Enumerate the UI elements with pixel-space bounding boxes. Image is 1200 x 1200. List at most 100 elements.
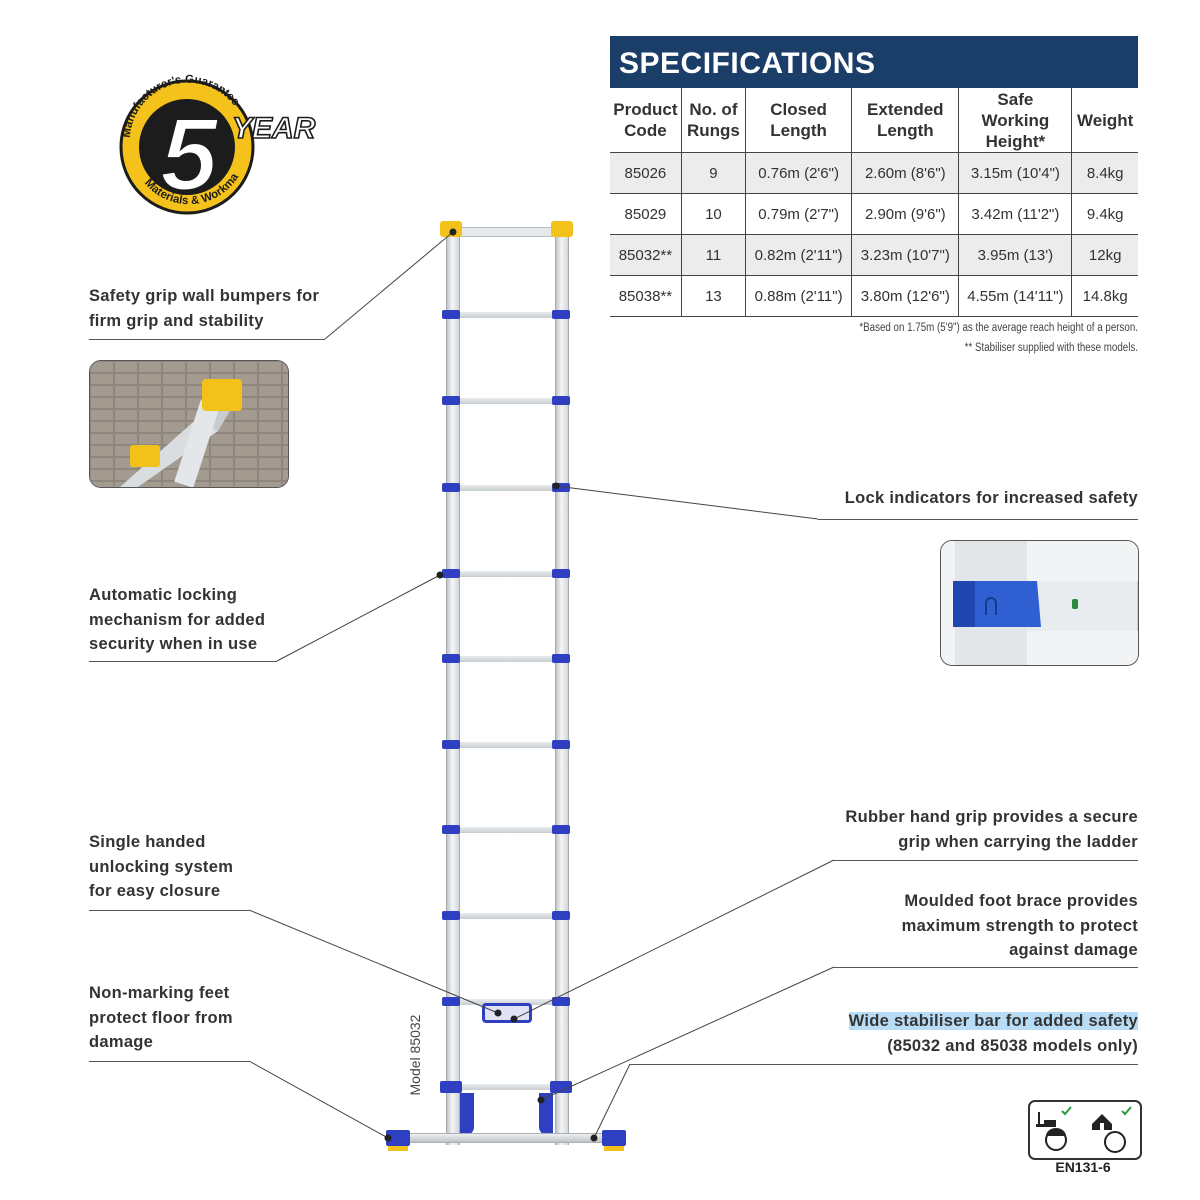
lock-clip [442,911,460,920]
lock-clip [552,740,570,749]
cell: 10 [681,193,746,235]
cell: 9.4kg [1071,193,1138,235]
wall-bumper-right [551,221,573,237]
callout-lock-indicators: Lock indicators for increased safety [844,489,1138,507]
lock-clip [440,1081,462,1093]
ladder-left-rail [446,230,460,1145]
callout-underline [89,910,249,911]
cell: 3.42m (11'2") [958,193,1073,235]
callout-line: Automatic locking [89,586,238,604]
cell: 3.23m (10'7") [851,234,960,276]
telescopic-ladder: Model 85032 [380,215,640,1165]
lock-clip [552,310,570,319]
lock-clip [552,396,570,405]
cell: 0.79m (2'7") [745,193,853,235]
specifications-title: SPECIFICATIONS [610,36,1138,88]
cell: 85029 [610,193,682,235]
cell: 85038** [610,275,682,317]
callout-wall-bumpers: Safety grip wall bumpers for firm grip a… [89,284,319,333]
table-row: 85029 10 0.79m (2'7") 2.90m (9'6") 3.42m… [610,193,1138,235]
callout-line: damage [89,1033,154,1051]
foot-brace-right [539,1093,553,1135]
cell: 14.8kg [1071,275,1138,317]
lock-clip [552,997,570,1006]
stabiliser-highlight: Wide stabiliser bar for added safety [848,1012,1138,1030]
callout-line: Safety grip wall bumpers for [89,287,320,305]
badge-number: 5 [160,97,220,213]
lock-clip [442,569,460,578]
table-row: 85038** 13 0.88m (2'11") 3.80m (12'6") 4… [610,275,1138,317]
lock-clip [442,654,460,663]
lock-clip [552,825,570,834]
callout-foot-brace: Moulded foot brace provides maximum stre… [800,889,1138,963]
cell: 85026 [610,152,682,194]
lock-indicator-photo [940,540,1139,666]
callout-line: Non-marking feet [89,984,230,1002]
lock-clip [552,654,570,663]
lock-clip [442,483,460,492]
callout-line: maximum strength to protect [901,916,1138,935]
guarantee-badge: Manufacturer's Guarantee Materials & Wor… [112,62,316,215]
cell: 2.60m (8'6") [851,152,960,194]
lock-clip [442,396,460,405]
ladder-rung [456,827,556,833]
badge-year: YEAR [232,112,316,145]
ladder-rung [456,999,556,1005]
cell: 4.55m (14'11") [958,275,1073,317]
cell: 8.4kg [1071,152,1138,194]
wall-bumper-photo [89,360,289,488]
callout-line: firm grip and stability [89,311,264,330]
ladder-rung [456,312,556,318]
ladder-rung [456,571,556,577]
lock-clip [442,740,460,749]
lock-clip [442,310,460,319]
ladder-rung [456,485,556,491]
callout-hand-grip: Rubber hand grip provides a secure grip … [760,805,1138,854]
cell: 3.80m (12'6") [851,275,960,317]
lock-clip [552,569,570,578]
callout-line: against damage [1009,941,1138,959]
footnote-stabiliser: ** Stabiliser supplied with these models… [964,342,1138,354]
cell: 2.90m (9'6") [851,193,960,235]
certification-box [1028,1100,1142,1160]
callout-line: mechanism for added [89,610,266,629]
lock-clip [550,1081,572,1093]
callout-feet: Non-marking feet protect floor from dama… [89,981,233,1055]
header-weight: Weight [1071,88,1138,153]
non-marking-foot-left [388,1146,408,1151]
table-row: 85026 9 0.76m (2'6") 2.60m (8'6") 3.15m … [610,152,1138,194]
stabiliser-end-right [602,1130,626,1146]
callout-line: grip when carrying the ladder [898,832,1138,851]
cell: 11 [681,234,746,276]
lock-clip [552,483,570,492]
certification-label: EN131-6 [1055,1159,1111,1175]
callout-line: protect floor from [89,1008,233,1027]
callout-line: for easy closure [89,882,221,900]
ladder-rung [456,1084,556,1090]
foot-brace-left [460,1093,474,1135]
ladder-top-bar [452,227,564,237]
callout-underline [89,661,277,662]
callout-underline [834,967,1138,968]
callout-underline [89,339,325,340]
stabiliser-end-left [386,1130,410,1146]
lock-clip [442,997,460,1006]
ladder-rung [456,398,556,404]
professional-use-icon [1036,1106,1072,1151]
cell: 9 [681,152,746,194]
callout-auto-lock: Automatic locking mechanism for added se… [89,583,265,657]
cell: 0.88m (2'11") [745,275,853,317]
callout-underline [89,1061,249,1062]
callout-stabiliser: Wide stabiliser bar for added safety (85… [760,1009,1138,1058]
model-label: Model 85032 [407,1014,423,1096]
lock-clip [442,825,460,834]
ladder-rung [456,742,556,748]
rubber-hand-grip [482,1003,532,1023]
cell: 3.95m (13') [958,234,1073,276]
